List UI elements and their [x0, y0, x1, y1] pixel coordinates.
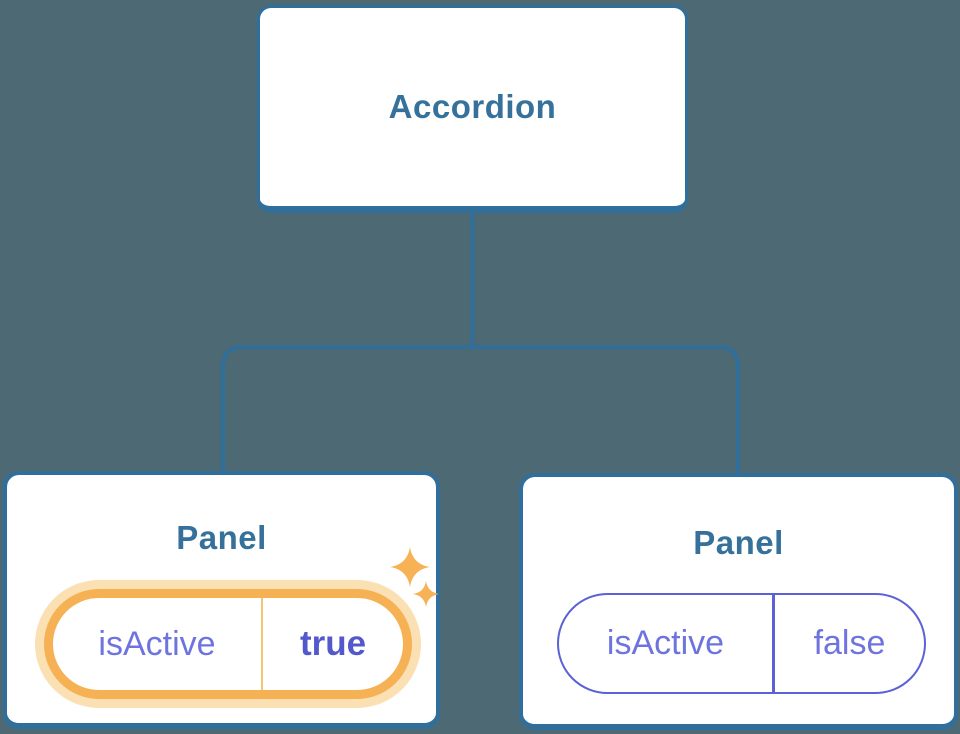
panel-node-active: Panel isActive true: [3, 471, 440, 729]
state-pill-active: isActive true: [44, 589, 412, 699]
state-value-label: false: [772, 595, 924, 692]
state-value-label: true: [261, 598, 403, 690]
accordion-label: Accordion: [388, 88, 557, 125]
state-pill-inactive: isActive false: [557, 593, 926, 694]
panel-title: Panel: [176, 519, 267, 556]
sparkle-icon: [390, 547, 430, 587]
panel-title: Panel: [693, 524, 784, 561]
accordion-node: Accordion: [257, 5, 688, 213]
state-name-label: isActive: [98, 624, 216, 663]
sparkle-icon: [413, 581, 439, 607]
panel-node-inactive: Panel isActive false: [519, 473, 958, 730]
state-name-label: isActive: [606, 624, 725, 662]
